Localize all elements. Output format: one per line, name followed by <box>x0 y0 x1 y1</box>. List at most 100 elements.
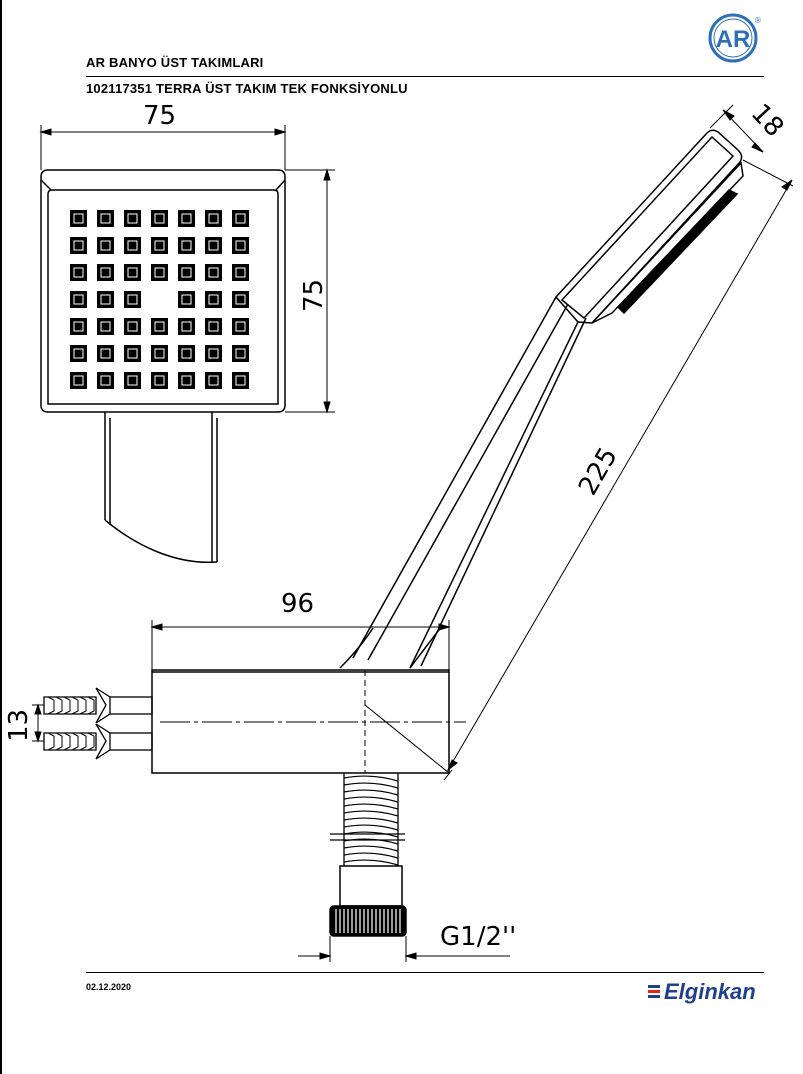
brand-name: Elginkan <box>664 979 756 1004</box>
barb-ring <box>79 696 87 715</box>
nozzle <box>232 291 249 308</box>
nozzle <box>205 237 222 254</box>
thread-dimension <box>298 936 510 962</box>
nozzle <box>70 345 87 362</box>
brand-lines-icon <box>648 985 660 999</box>
nozzle <box>70 318 87 335</box>
nozzle <box>178 291 195 308</box>
nozzle <box>70 210 87 227</box>
hose-coil <box>343 831 399 838</box>
base-width-label: 96 <box>281 589 314 619</box>
nozzle <box>232 237 249 254</box>
nozzle <box>151 372 168 389</box>
head-width-label: 75 <box>143 101 176 131</box>
handle-front-view <box>104 412 218 564</box>
footer-divider <box>86 972 764 973</box>
nozzle <box>178 210 195 227</box>
inlet-spacing-label: 13 <box>4 709 34 742</box>
drawing-date: 02.12.2020 <box>86 982 132 992</box>
hose-coil <box>343 817 399 824</box>
inlet-fittings <box>43 687 153 760</box>
hose-coil <box>343 782 399 789</box>
logo-registered-mark: ® <box>755 16 761 25</box>
nozzle <box>70 237 87 254</box>
nozzle <box>178 318 195 335</box>
hose-coil <box>343 796 399 803</box>
nozzle <box>124 237 141 254</box>
nut-knurling <box>335 909 401 933</box>
thread-size-label: G1/2'' <box>440 922 516 952</box>
nozzle <box>151 318 168 335</box>
nozzle <box>205 318 222 335</box>
nozzle <box>205 264 222 281</box>
nozzle <box>124 210 141 227</box>
handle-depth-dimension <box>709 104 794 187</box>
barb-ring <box>47 732 55 751</box>
nozzle <box>97 318 114 335</box>
brand-logo: Elginkan <box>648 979 756 1005</box>
nozzle <box>97 237 114 254</box>
nozzle <box>232 345 249 362</box>
head-width-dimension <box>39 125 287 170</box>
nozzle <box>97 210 114 227</box>
wall-base-body <box>151 669 466 774</box>
handle-depth-label: 18 <box>745 98 790 143</box>
nozzle <box>124 318 141 335</box>
barb-ring <box>79 732 87 751</box>
nozzle <box>232 372 249 389</box>
nozzle <box>97 372 114 389</box>
hose-coil <box>343 845 399 852</box>
nozzle <box>124 264 141 281</box>
nozzle <box>178 264 195 281</box>
nozzle-grid <box>70 210 249 389</box>
handle-length-dimension <box>443 179 793 781</box>
nozzle <box>205 345 222 362</box>
head-height-dimension <box>285 168 335 414</box>
barb-ring <box>55 696 63 715</box>
barb-ring <box>55 732 63 751</box>
nozzle <box>124 291 141 308</box>
nozzle <box>151 264 168 281</box>
nozzle <box>232 264 249 281</box>
ar-logo-icon: AR ® <box>708 13 761 63</box>
nozzle <box>124 345 141 362</box>
nozzle <box>151 345 168 362</box>
hose-coil <box>343 824 399 831</box>
barb-ring <box>63 732 71 751</box>
hose-coil <box>343 789 399 796</box>
barb-ring <box>71 696 79 715</box>
handle-length-label: 225 <box>573 443 624 501</box>
nozzle <box>205 372 222 389</box>
nozzle <box>97 291 114 308</box>
nozzle <box>70 291 87 308</box>
handshower-side-view <box>339 129 744 669</box>
nozzle <box>151 237 168 254</box>
nozzle <box>232 318 249 335</box>
hose-coil <box>343 852 399 859</box>
frame-left-border <box>0 0 2 1074</box>
barb-ring <box>47 696 55 715</box>
hose-coil <box>343 775 399 782</box>
nozzle <box>97 264 114 281</box>
logo-text: AR <box>716 26 751 53</box>
nozzle <box>205 291 222 308</box>
barb-ring <box>87 696 95 715</box>
inlet-spacing-dimension <box>32 703 44 743</box>
product-code-title: 102117351 TERRA ÜST TAKIM TEK FONKSİYONL… <box>86 81 408 96</box>
hose-coil <box>343 859 399 866</box>
nozzle <box>70 264 87 281</box>
nozzle <box>178 372 195 389</box>
nozzle <box>151 210 168 227</box>
hose-coil <box>343 803 399 810</box>
shower-head-front-view <box>40 169 286 413</box>
nozzle <box>232 210 249 227</box>
barb-ring <box>71 732 79 751</box>
hose-coils <box>343 775 399 866</box>
barb-ring <box>63 696 71 715</box>
nozzle <box>124 372 141 389</box>
nozzle <box>178 237 195 254</box>
hose-barbs <box>47 696 95 751</box>
nozzle <box>70 372 87 389</box>
nozzle <box>205 210 222 227</box>
